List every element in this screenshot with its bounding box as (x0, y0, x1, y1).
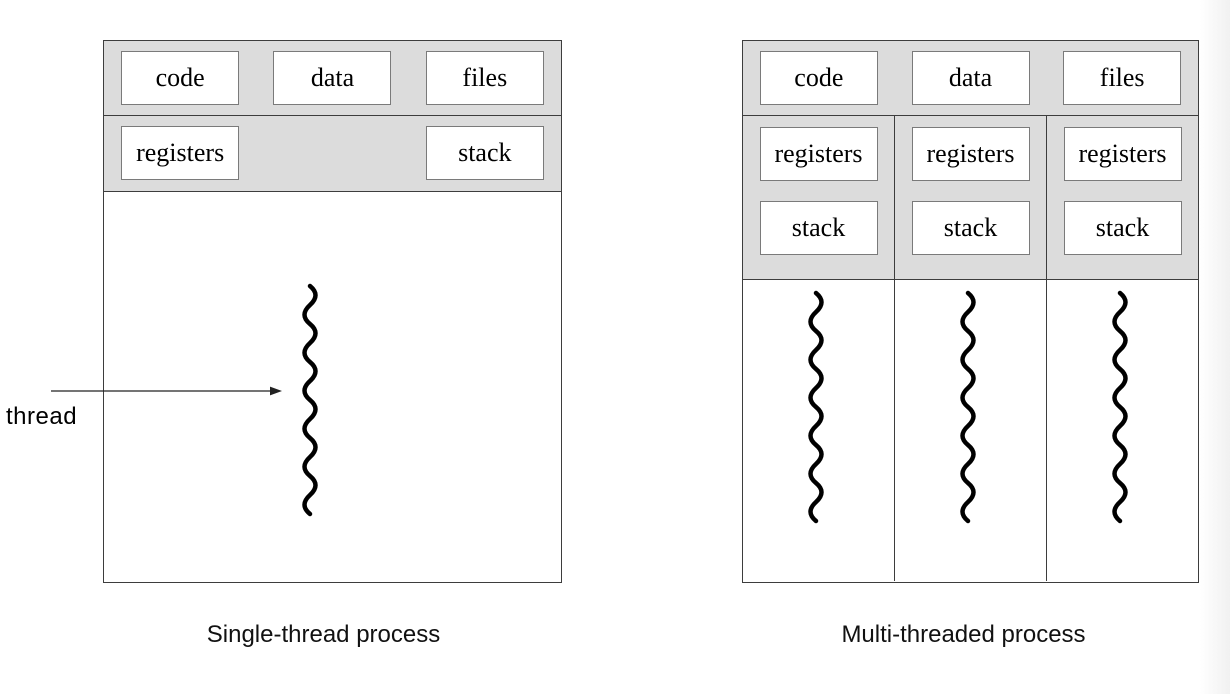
files-cell: files (1063, 50, 1182, 105)
multi-thread-caption: Multi-threaded process (841, 621, 1086, 648)
thread-column-3: registers stack (1046, 115, 1198, 581)
thread-zone (743, 279, 894, 581)
top-band-slot: code (743, 50, 895, 105)
thread-zone (1047, 279, 1198, 581)
stack-cell: stack (1063, 200, 1182, 255)
single-thread-process-diagram: code data files registers stack (103, 40, 562, 583)
files-cell: files (425, 50, 544, 105)
multi-threaded-process-diagram: code data files registers stack (742, 40, 1199, 583)
top-band-slot: data (256, 50, 408, 105)
stack-cell: stack (911, 200, 1030, 255)
top-band-slot: files (1046, 50, 1198, 105)
registers-cell: registers (759, 126, 878, 181)
mid-band-slot: registers (104, 126, 256, 181)
data-cell: data (273, 50, 392, 105)
code-cell: code (121, 50, 240, 105)
thread-state-block: registers stack (895, 115, 1046, 280)
thread-squiggle-icon (302, 283, 318, 517)
thread-squiggle-icon (1111, 290, 1128, 523)
thread-squiggle-icon (807, 290, 824, 523)
single-thread-caption: Single-thread process (206, 621, 441, 648)
thread-state-row: registers stack (104, 115, 561, 192)
thread-column-1: registers stack (743, 115, 894, 581)
data-cell: data (911, 50, 1030, 105)
registers-cell: registers (911, 126, 1030, 181)
thread-arrow-icon (51, 386, 282, 396)
shared-resources-row: code data files (743, 41, 1198, 116)
top-band-slot: code (104, 50, 256, 105)
stack-cell: stack (759, 200, 878, 255)
registers-cell: registers (1063, 126, 1182, 181)
stack-cell: stack (425, 126, 544, 181)
thread-state-block: registers stack (1047, 115, 1198, 280)
top-band-slot: files (409, 50, 561, 105)
thread-zone (895, 279, 1046, 581)
registers-cell: registers (121, 126, 240, 181)
thread-annotation-label: thread (6, 403, 78, 430)
shared-resources-row: code data files (104, 41, 561, 116)
thread-columns: registers stack registers stack (743, 115, 1198, 581)
thread-squiggle-icon (959, 290, 976, 523)
top-band-slot: data (895, 50, 1047, 105)
background-edge-gradient (1200, 0, 1230, 694)
thread-zone (104, 192, 561, 581)
thread-column-2: registers stack (894, 115, 1046, 581)
thread-state-block: registers stack (743, 115, 894, 280)
mid-band-slot: stack (409, 126, 561, 181)
code-cell: code (759, 50, 878, 105)
